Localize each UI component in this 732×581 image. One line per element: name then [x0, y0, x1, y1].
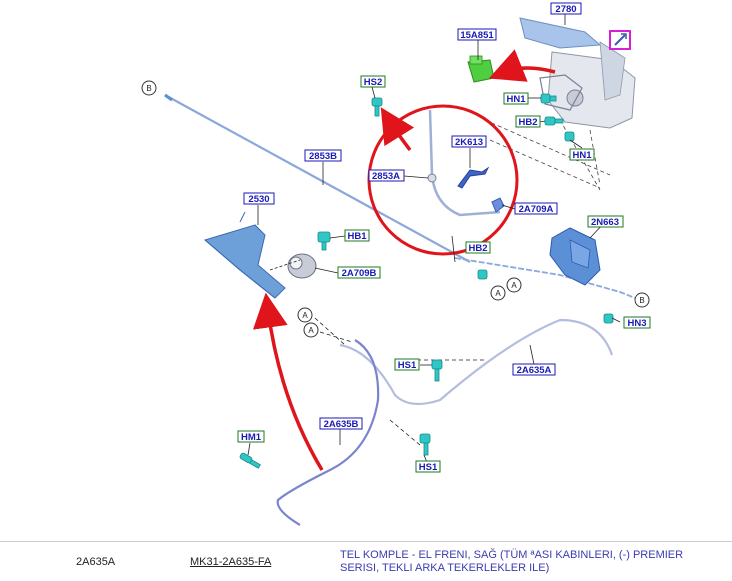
- callout-2780[interactable]: 2780: [550, 2, 582, 15]
- fastener-hs1a: [431, 359, 443, 382]
- marker-a1: A: [506, 277, 522, 293]
- callout-2530[interactable]: 2530: [243, 192, 275, 205]
- callout-hb2b[interactable]: HB2: [465, 241, 491, 254]
- callout-2a709a[interactable]: 2A709A: [514, 202, 558, 215]
- part-description: TEL KOMPLE - EL FRENI, SAĞ (TÜM ªASI KAB…: [340, 549, 684, 574]
- callout-15a851-label: 15A851: [460, 30, 494, 41]
- callout-2n663[interactable]: 2N663: [587, 215, 624, 228]
- callout-hb2-label: HB2: [518, 117, 537, 128]
- callout-2a709b[interactable]: 2A709B: [337, 266, 381, 279]
- marker-b1-label: B: [146, 84, 151, 93]
- fastener-hn3: [603, 313, 614, 324]
- marker-a4: A: [303, 322, 319, 338]
- callout-2a635a[interactable]: 2A635A: [512, 363, 556, 376]
- callout-hn1a-label: HN1: [506, 94, 526, 105]
- guide-lines-lower: [314, 317, 485, 446]
- parts-diagram: 2780 15A851 HS2 HN1 HB2 HN1 2K613 2853A …: [141, 2, 651, 526]
- callout-2530-label: 2530: [248, 194, 269, 205]
- marker-b1: B: [141, 80, 157, 96]
- callout-2a709a-label: 2A709A: [519, 204, 554, 215]
- callout-2853b[interactable]: 2853B: [304, 149, 342, 162]
- callout-hn3-label: HN3: [627, 318, 646, 329]
- marker-a1-label: A: [511, 281, 517, 290]
- marker-a3-label: A: [302, 311, 308, 320]
- callout-hn1b-label: HN1: [572, 150, 592, 161]
- callout-hm1-label: HM1: [241, 432, 262, 443]
- fastener-hb2: [544, 116, 564, 126]
- cable-2a635b: [276, 339, 380, 526]
- red-arrows: [252, 49, 556, 471]
- callout-2n663-label: 2N663: [591, 217, 619, 228]
- switch-15a851: [467, 55, 495, 83]
- callout-hs1a[interactable]: HS1: [394, 358, 420, 371]
- callout-hn1b[interactable]: HN1: [569, 148, 595, 161]
- fastener-hs2: [371, 97, 383, 117]
- callout-2853a-label: 2853A: [372, 171, 400, 182]
- callout-hn3[interactable]: HN3: [623, 316, 651, 329]
- guide-grommet: [269, 259, 301, 271]
- callout-15a851[interactable]: 15A851: [457, 28, 497, 41]
- fastener-hm1: [239, 452, 261, 469]
- callout-2a635b-label: 2A635B: [324, 419, 359, 430]
- bracket-2k613: [457, 166, 490, 189]
- handbrake-lever-assembly: [519, 17, 636, 129]
- callout-2780-label: 2780: [555, 4, 576, 15]
- callout-2853b-label: 2853B: [309, 151, 337, 162]
- part-info-row[interactable]: 2A635A MK31-2A635-FA TEL KOMPLE - EL FRE…: [0, 541, 732, 581]
- callout-hs2-label: HS2: [364, 77, 382, 88]
- bracket-2n663: [549, 227, 601, 286]
- bracket-2530: [203, 211, 286, 299]
- guide-lines-upper: [484, 119, 611, 191]
- cable-2853b: [164, 93, 641, 301]
- callout-2a709b-label: 2A709B: [342, 268, 377, 279]
- callout-2853a[interactable]: 2853A: [368, 169, 405, 182]
- marker-a2: A: [490, 285, 506, 301]
- callout-hs2[interactable]: HS2: [360, 75, 386, 88]
- part-code: 2A635A: [76, 556, 116, 568]
- marker-a2-label: A: [495, 289, 501, 298]
- marker-a4-label: A: [308, 326, 314, 335]
- marker-a3: A: [297, 307, 313, 323]
- fasteners: [239, 93, 614, 469]
- callout-hb1-label: HB1: [347, 231, 367, 242]
- callout-hb2[interactable]: HB2: [515, 115, 541, 128]
- fastener-hs1b: [419, 433, 431, 456]
- marker-b2-label: B: [639, 296, 644, 305]
- fastener-hn1b: [564, 131, 575, 142]
- callout-2a635a-label: 2A635A: [517, 365, 552, 376]
- marker-b2: B: [634, 292, 650, 308]
- callout-hb1[interactable]: HB1: [344, 229, 370, 242]
- callout-hs1b[interactable]: HS1: [415, 460, 441, 473]
- callout-hs1b-label: HS1: [419, 462, 438, 473]
- callout-hs1a-label: HS1: [398, 360, 417, 371]
- cable-2853a: [427, 109, 501, 217]
- callout-hn1a[interactable]: HN1: [503, 92, 529, 105]
- fastener-hb2b: [477, 269, 488, 280]
- callout-2a635b[interactable]: 2A635B: [319, 417, 363, 430]
- fastener-hb1: [317, 231, 331, 251]
- callout-hb2b-label: HB2: [468, 243, 487, 254]
- grommet-2a709b: [287, 253, 317, 279]
- callout-2k613[interactable]: 2K613: [451, 135, 487, 148]
- cable-2a635a: [339, 318, 614, 406]
- callout-2k613-label: 2K613: [455, 137, 483, 148]
- part-number-link[interactable]: MK31-2A635-FA: [190, 556, 272, 568]
- view-icon[interactable]: [609, 30, 631, 50]
- callout-hm1[interactable]: HM1: [237, 430, 265, 443]
- fastener-hn1a: [540, 93, 557, 104]
